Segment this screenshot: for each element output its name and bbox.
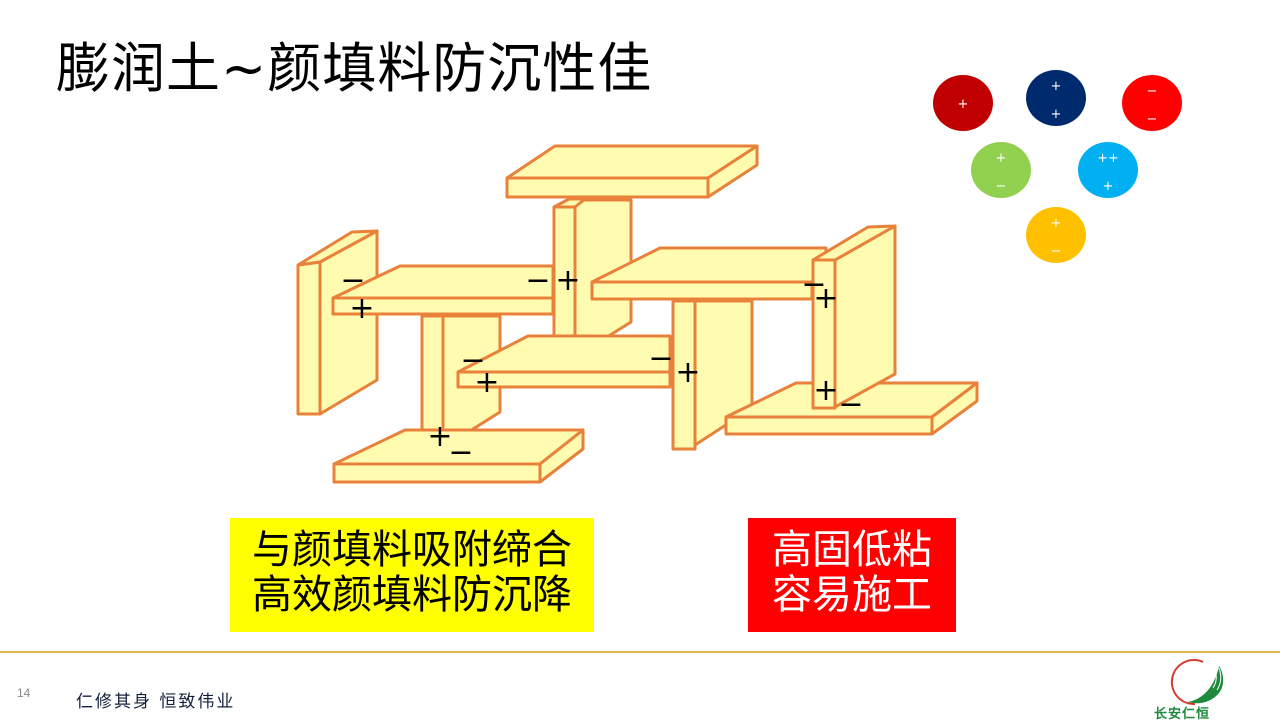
footer-divider xyxy=(0,651,1280,653)
plate-middle xyxy=(456,334,672,389)
company-logo-icon xyxy=(1170,659,1224,706)
callout-high-solids-line2: 容易施工 xyxy=(772,572,932,618)
legend-circle-shape xyxy=(1078,142,1138,198)
plate-right-vertical xyxy=(811,224,897,410)
slide-title: 膨润土~颜填料防沉性佳 xyxy=(56,37,653,100)
charge-legend-circle: +− xyxy=(971,142,1031,198)
page-number: 14 xyxy=(17,686,31,700)
charge-legend-circle: ++ xyxy=(1026,70,1086,126)
negative-charge-plate-right-center: − xyxy=(648,341,673,376)
platelet-group xyxy=(296,144,979,484)
legend-circle-shape xyxy=(1026,207,1086,263)
plate-mid-upper xyxy=(331,264,555,316)
plate-right-center xyxy=(590,246,828,301)
positive-charge-plate-top-center: + xyxy=(555,263,580,298)
charge-legend-circle: −− xyxy=(1122,75,1182,131)
bl-side xyxy=(538,428,585,484)
negative-charge-plate-bottom-left: − xyxy=(448,435,473,470)
positive-charge-plate-left-edge: + xyxy=(349,291,374,326)
legend-charge-bottom: + xyxy=(1051,107,1062,122)
positive-charge-plate-right-upper: + xyxy=(813,281,838,316)
legend-charge-bottom: + xyxy=(1103,179,1114,194)
charge-legend-circle: +− xyxy=(1026,207,1086,263)
company-motto: 仁修其身 恒致伟业 xyxy=(76,692,236,712)
legend-circle-shape xyxy=(971,142,1031,198)
plate-bottom-left xyxy=(332,428,585,484)
charge-legend: +++−−+−++++− xyxy=(933,70,1182,263)
plate-right-center-vertical xyxy=(671,299,754,451)
left-top xyxy=(296,229,379,267)
charge-legend-circle: +++ xyxy=(1078,142,1138,198)
charge-markers: −+−+−+−+−++−+− xyxy=(340,263,863,470)
callout-adsorption-line1: 与颜填料吸附缔合 xyxy=(252,527,572,573)
legend-circle-shape xyxy=(1122,75,1182,131)
plate-top-front xyxy=(505,176,710,199)
company-logo-text: 长安仁恒 xyxy=(1154,707,1211,722)
positive-charge-plate-bottom-left: + xyxy=(427,419,452,454)
rc-front xyxy=(590,280,814,301)
charge-legend-circle: + xyxy=(933,75,993,131)
negative-charge-plate-left-edge: − xyxy=(340,263,365,298)
legend-charge-bottom: − xyxy=(1147,112,1158,127)
negative-charge-plate-right-upper: − xyxy=(801,267,826,302)
negative-charge-plate-right-lower: − xyxy=(838,387,863,422)
negative-charge-plate-top-center: − xyxy=(525,263,550,298)
legend-circle-shape xyxy=(933,75,993,131)
legend-charge-top: + xyxy=(1051,79,1062,94)
legend-charge-top: + xyxy=(996,151,1007,166)
negative-charge-plate-middle: − xyxy=(460,343,485,378)
legend-charge-bottom: − xyxy=(1051,244,1062,259)
positive-charge-plate-right-center: + xyxy=(675,355,700,390)
bl-front xyxy=(332,462,542,484)
rcv-front xyxy=(671,299,697,451)
left-edge xyxy=(296,260,322,416)
plate-top xyxy=(505,144,759,199)
legend-charge-top: ++ xyxy=(1097,151,1119,166)
plate-left-vertical xyxy=(296,229,379,416)
legend-circle-shape xyxy=(1026,70,1086,126)
callout-high-solids: 高固低粘 容易施工 xyxy=(748,518,956,632)
plate-bottom-right xyxy=(724,381,979,436)
plate-top-side xyxy=(706,144,759,199)
callout-adsorption-line2: 高效颜填料防沉降 xyxy=(252,572,572,618)
legend-charge-center: + xyxy=(958,97,969,112)
br-side xyxy=(930,381,979,436)
legend-charge-top: + xyxy=(1051,216,1062,231)
callout-adsorption: 与颜填料吸附缔合 高效颜填料防沉降 xyxy=(230,518,594,632)
middle-front xyxy=(456,370,672,389)
rv-top xyxy=(811,224,897,262)
legend-charge-bottom: − xyxy=(996,179,1007,194)
callout-high-solids-line1: 高固低粘 xyxy=(772,527,932,573)
mid-upper-front xyxy=(331,296,555,316)
positive-charge-plate-middle: + xyxy=(474,365,499,400)
positive-charge-plate-right-lower: + xyxy=(813,373,838,408)
legend-charge-top: − xyxy=(1147,84,1158,99)
br-front xyxy=(724,415,934,436)
